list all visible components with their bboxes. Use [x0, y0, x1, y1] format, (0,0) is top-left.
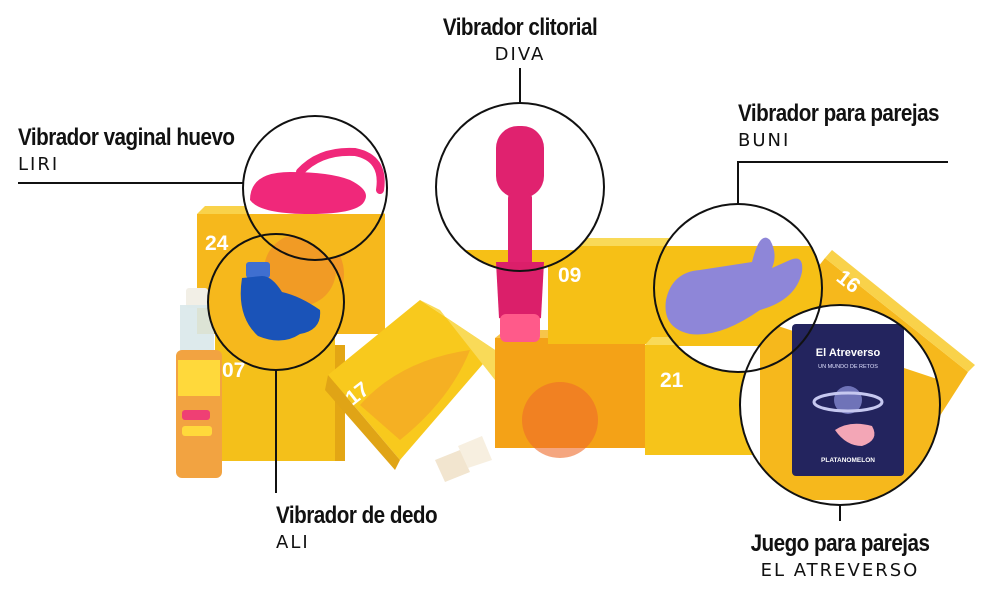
- box-number-09: 09: [558, 264, 581, 287]
- card-subtitle: UN MUNDO DE RETOS: [818, 364, 878, 370]
- label-atreverso-name: EL ATREVERSO: [760, 560, 920, 581]
- label-buni-name: BUNI: [738, 130, 791, 151]
- label-buni-title: Vibrador para parejas: [738, 100, 940, 127]
- label-ali: Vibrador de dedo ALI: [276, 502, 463, 553]
- leader-buni: [737, 161, 948, 204]
- box-number-24: 24: [205, 232, 229, 255]
- box-number-21: 21: [660, 369, 684, 392]
- label-atreverso: Juego para parejas EL ATREVERSO: [730, 530, 950, 581]
- circle-liri: [242, 115, 388, 261]
- box-17: 17: [325, 300, 495, 470]
- card-title: El Atreverso: [816, 347, 881, 359]
- lube-bottle: [176, 288, 222, 478]
- label-diva-title: Vibrador clitorial: [442, 14, 598, 41]
- atreverso-product: El Atreverso UN MUNDO DE RETOS PLATANOME…: [740, 305, 940, 505]
- label-diva: Vibrador clitorial DIVA: [420, 14, 620, 65]
- diva-handle: [496, 262, 544, 342]
- box-number-07: 07: [222, 359, 245, 382]
- label-diva-name: DIVA: [494, 44, 546, 65]
- ali-product: [208, 234, 344, 370]
- label-ali-title: Vibrador de dedo: [276, 502, 438, 529]
- label-atreverso-title: Juego para parejas: [750, 530, 930, 557]
- dice: [435, 436, 492, 482]
- label-ali-name: ALI: [276, 532, 310, 553]
- label-liri-title: Vibrador vaginal huevo: [18, 124, 235, 151]
- box-center: [495, 330, 645, 458]
- label-buni: Vibrador para parejas BUNI: [738, 100, 972, 151]
- leader-lines: [18, 68, 948, 521]
- card-brand: PLATANOMELON: [821, 457, 875, 464]
- label-liri: Vibrador vaginal huevo LIRI: [18, 124, 270, 175]
- label-liri-name: LIRI: [18, 154, 60, 175]
